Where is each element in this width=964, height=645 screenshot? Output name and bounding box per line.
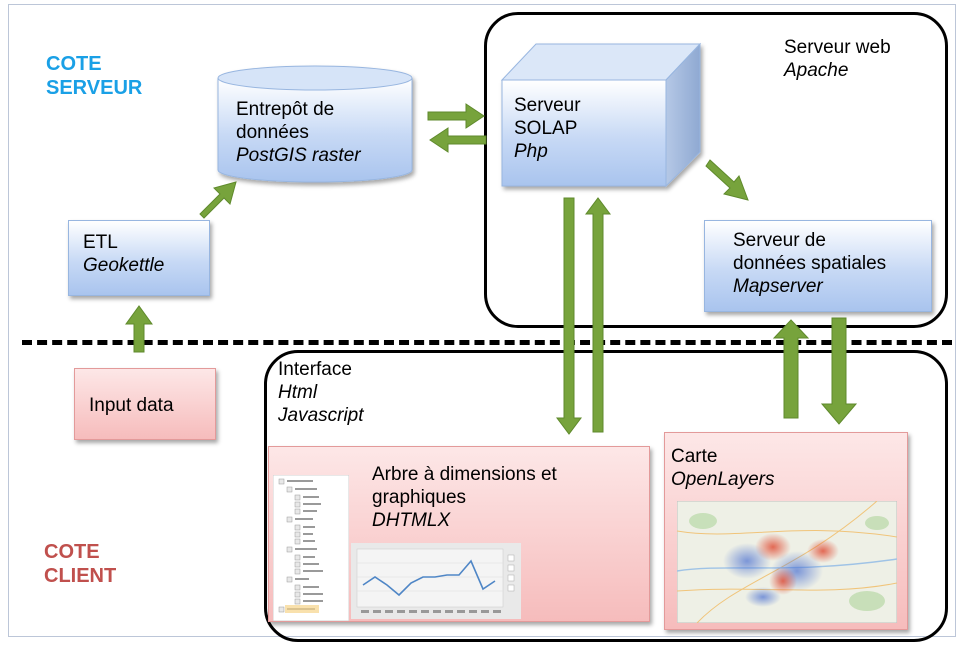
spatial-server-box: Serveur de données spatiales Mapserver bbox=[704, 220, 932, 312]
etl-box: ETL Geokettle bbox=[68, 220, 210, 296]
arrow-input-to-etl bbox=[125, 305, 153, 353]
input-data-box: Input data bbox=[74, 368, 216, 440]
web-server-software: Apache bbox=[784, 60, 849, 81]
chart-thumbnail bbox=[351, 543, 521, 619]
web-server-region bbox=[484, 12, 948, 328]
server-side-label: COTE SERVEUR bbox=[46, 52, 142, 100]
warehouse-cylinder bbox=[217, 65, 413, 183]
server-client-divider bbox=[22, 340, 952, 345]
arrow-solap-to-warehouse bbox=[429, 127, 487, 153]
solap-software: Php bbox=[514, 141, 548, 162]
client-side-label: COTE CLIENT bbox=[44, 540, 116, 588]
web-server-title: Serveur web bbox=[784, 37, 891, 58]
client-side-label-line2: CLIENT bbox=[44, 565, 117, 587]
web-server-label: Serveur web Apache bbox=[784, 36, 891, 82]
arrow-interface-to-solap bbox=[585, 197, 611, 433]
solap-title-2: SOLAP bbox=[514, 118, 578, 139]
etl-software: Geokettle bbox=[83, 255, 165, 276]
map-panel-software: OpenLayers bbox=[671, 469, 775, 490]
arrow-map-to-spatial bbox=[772, 319, 810, 419]
spatial-server-title-2: données spatiales bbox=[733, 253, 887, 274]
map-panel: Carte OpenLayers bbox=[664, 432, 908, 630]
arrow-etl-to-warehouse bbox=[199, 181, 237, 219]
server-side-label-line2: SERVEUR bbox=[46, 77, 143, 99]
warehouse-software: PostGIS raster bbox=[236, 145, 361, 166]
solap-label: Serveur SOLAP Php bbox=[514, 94, 581, 163]
warehouse-label: Entrepôt de données PostGIS raster bbox=[236, 98, 361, 167]
interface-tech-html: Html bbox=[278, 382, 318, 403]
interface-title: Interface bbox=[278, 359, 352, 380]
map-thumbnail bbox=[677, 501, 897, 623]
warehouse-title-1: Entrepôt de bbox=[236, 99, 335, 120]
client-interface-region bbox=[264, 350, 948, 642]
dimension-tree-thumbnail bbox=[273, 475, 349, 621]
arrow-warehouse-to-solap bbox=[427, 103, 485, 129]
interface-tech-js: Javascript bbox=[278, 405, 364, 426]
arrow-solap-to-spatial bbox=[705, 159, 749, 201]
spatial-server-software: Mapserver bbox=[733, 276, 823, 297]
warehouse-title-2: données bbox=[236, 122, 309, 143]
tree-panel-title-2: graphiques bbox=[372, 487, 467, 508]
arrow-solap-to-interface bbox=[556, 197, 582, 435]
server-side-label-line1: COTE bbox=[46, 53, 102, 75]
map-panel-title: Carte bbox=[671, 446, 718, 467]
client-side-label-line1: COTE bbox=[44, 541, 100, 563]
spatial-server-title-1: Serveur de bbox=[733, 230, 826, 251]
tree-panel-title-1: Arbre à dimensions et bbox=[372, 464, 557, 485]
solap-title-1: Serveur bbox=[514, 95, 581, 116]
interface-label: Interface Html Javascript bbox=[278, 358, 364, 427]
tree-chart-panel: Arbre à dimensions et graphiques DHTMLX bbox=[268, 446, 650, 622]
solap-cube bbox=[500, 42, 702, 188]
arrow-spatial-to-map bbox=[820, 317, 858, 425]
input-data-label: Input data bbox=[89, 395, 174, 416]
tree-panel-software: DHTMLX bbox=[372, 510, 451, 531]
slide-frame bbox=[8, 4, 956, 637]
etl-title: ETL bbox=[83, 232, 118, 253]
